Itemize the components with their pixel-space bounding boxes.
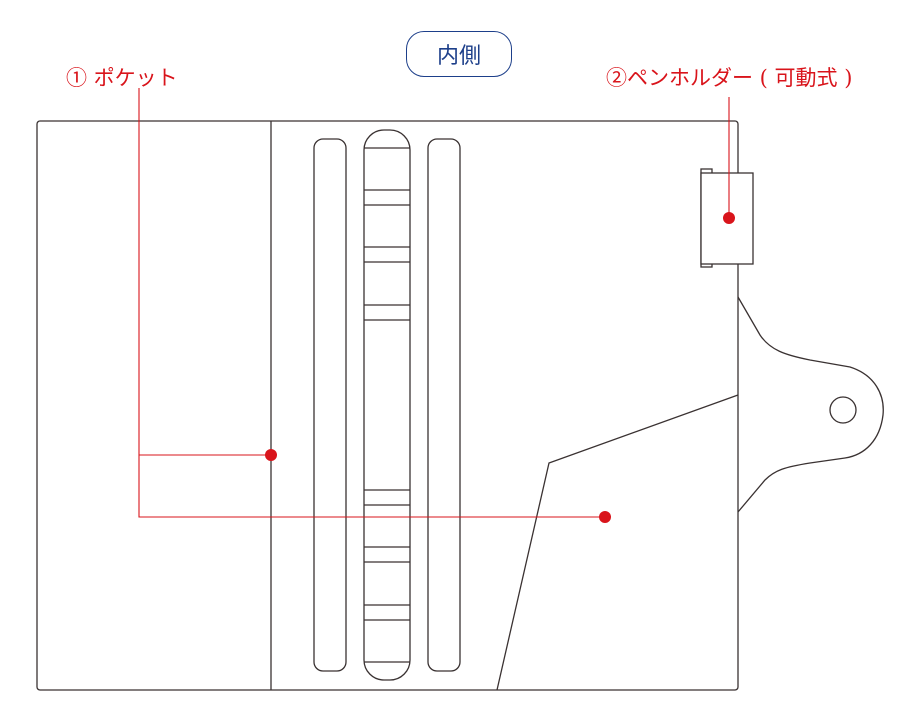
pen-holder-marker [723, 212, 735, 224]
closure-tab [737, 296, 884, 513]
callout-lines [138, 88, 730, 518]
tab-hole [829, 396, 857, 424]
cover-outline [36, 120, 739, 691]
pocket-marker-left [265, 449, 277, 461]
right-rail [427, 138, 461, 672]
pen-holder-label: ②ペンホルダー ( 可動式 ) [606, 66, 853, 90]
right-pocket-outline [496, 394, 739, 691]
section-title: 内側 [406, 31, 512, 77]
binder-spine [363, 129, 411, 681]
left-rail [313, 138, 347, 672]
pen-holder [700, 168, 754, 268]
section-title-text: 内側 [436, 44, 481, 69]
pocket-label: ① ポケット [66, 66, 178, 90]
pocket-marker-right [599, 511, 611, 523]
